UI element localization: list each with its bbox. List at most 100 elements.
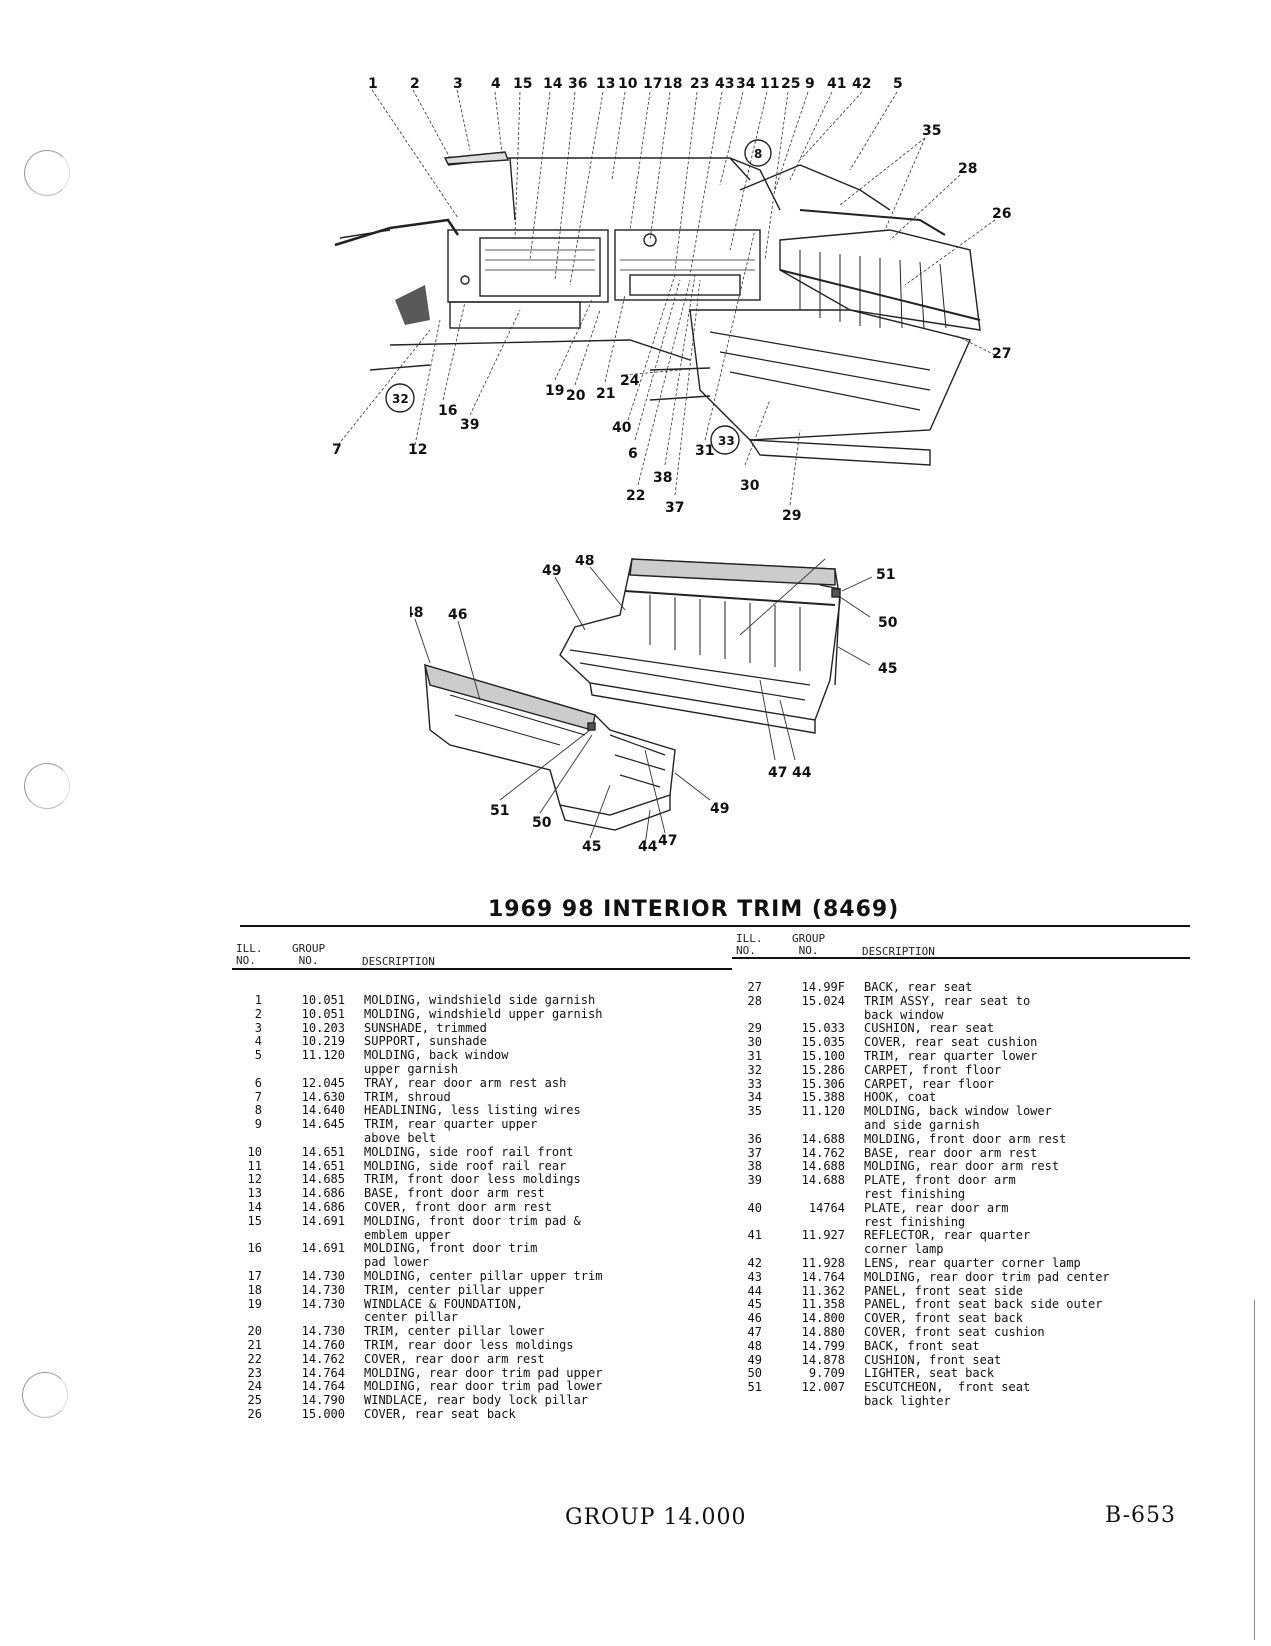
callout-41: 41 [827,76,846,92]
interior-diagram: 1 2 3 4 15 14 36 13 10 17 18 23 43 34 11… [332,76,1011,524]
part-description: TRIM, rear quarter upper [364,1117,538,1132]
part-description: PLATE, rear door arm [864,1200,1009,1215]
part-description: rest finishing [864,1186,966,1201]
part-description: SUNSHADE, trimmed [364,1020,487,1035]
part-description: COVER, rear seat cushion [864,1035,1038,1050]
group-number: 14.764 [301,1365,345,1380]
part-description: TRIM, front door less moldings [364,1172,581,1187]
right-header-ill: ILL. NO. [736,932,763,957]
part-description: MOLDING, center pillar upper trim [364,1268,603,1283]
part-description: MOLDING, back window lower [864,1104,1052,1119]
part-description: MOLDING, rear door trim pad lower [364,1379,603,1394]
ill-number: 33 [747,1076,762,1091]
callout-24: 24 [620,373,640,389]
ill-number: 36 [747,1131,762,1146]
ill-number: 38 [747,1159,762,1174]
part-description: COVER, rear door arm rest [364,1351,545,1366]
ill-number: 26 [247,1406,262,1421]
part-description: above belt [364,1130,437,1145]
part-description: PANEL, front seat back side outer [864,1297,1103,1312]
parts-row: back window [740,1008,1210,1023]
callout-47: 47 [768,765,787,781]
ill-number: 37 [747,1145,762,1160]
ill-number: 10 [247,1144,262,1159]
callout-10: 10 [618,76,638,92]
callout-9: 9 [805,76,815,92]
part-description: MOLDING, back window [364,1048,509,1063]
callout-14: 14 [543,76,563,92]
callout-23: 23 [690,76,709,92]
callout-28: 28 [958,161,977,177]
parts-row: rest finishing [740,1215,1210,1230]
callout-38: 38 [653,470,672,486]
part-description: COVER, front door arm rest [364,1199,552,1214]
group-number: 10.051 [301,1006,345,1021]
group-number: 15.100 [801,1048,845,1063]
ill-number: 20 [247,1324,262,1339]
group-number: 14.651 [301,1158,345,1173]
page-edge-line [1254,1300,1255,1640]
parts-row: and side garnish [740,1118,1210,1133]
part-description: PANEL, front seat side [864,1283,1023,1298]
callout-32: 32 [392,392,409,406]
callout-30: 30 [740,478,760,494]
parts-row: 31 15.100 TRIM, rear quarter lower [740,1048,1210,1064]
ill-number: 17 [247,1268,262,1283]
part-description: MOLDING, front door trim pad & [364,1213,581,1228]
ill-number: 40 [747,1200,762,1215]
callout-50: 50 [878,615,898,631]
group-number: 9.709 [808,1366,845,1381]
group-number: 14.760 [301,1337,345,1352]
ill-number: 16 [247,1241,262,1256]
callout-19: 19 [545,383,564,399]
part-description: MOLDING, front door trim [364,1241,538,1256]
group-number: 14.688 [801,1173,845,1188]
part-description: ESCUTCHEON, front seat [864,1380,1031,1395]
parts-row: rest finishing [740,1186,1210,1202]
callout-17: 17 [643,76,662,92]
group-number: 15.306 [801,1076,845,1091]
group-number: 14.691 [301,1213,345,1228]
callout-48b: 48 [410,605,423,621]
ill-number: 31 [747,1048,762,1063]
callout-46: 46 [820,555,839,559]
callout-45: 45 [878,661,897,677]
punch-hole-bottom [22,1372,68,1418]
callout-8: 8 [754,147,762,161]
part-description: TRIM, rear quarter lower [864,1048,1038,1063]
callout-49: 49 [542,563,561,579]
title-rule [240,925,1190,927]
part-description: COVER, front seat back [864,1311,1023,1326]
part-description: CARPET, front floor [864,1062,1002,1077]
group-number: 14.764 [301,1379,345,1394]
parts-row: above belt [240,1130,710,1146]
callout-39: 39 [460,417,479,433]
callout-21: 21 [596,386,615,402]
part-description: TRIM, center pillar lower [364,1324,545,1339]
parts-row: corner lamp [740,1242,1210,1257]
group-number: 14.790 [301,1393,345,1408]
part-description: COVER, front seat cushion [864,1324,1045,1339]
callout-45b: 45 [582,839,601,855]
callout-49b: 49 [710,801,729,817]
group-number: 14.762 [301,1351,345,1366]
ill-number: 45 [747,1297,762,1312]
group-number: 14.730 [301,1296,345,1311]
ill-number: 13 [247,1186,262,1201]
group-number: 10.051 [301,993,345,1007]
punch-hole-top [24,150,70,196]
callout-27: 27 [992,346,1011,362]
ill-number: 47 [747,1324,762,1339]
group-number: 15.388 [801,1090,845,1105]
